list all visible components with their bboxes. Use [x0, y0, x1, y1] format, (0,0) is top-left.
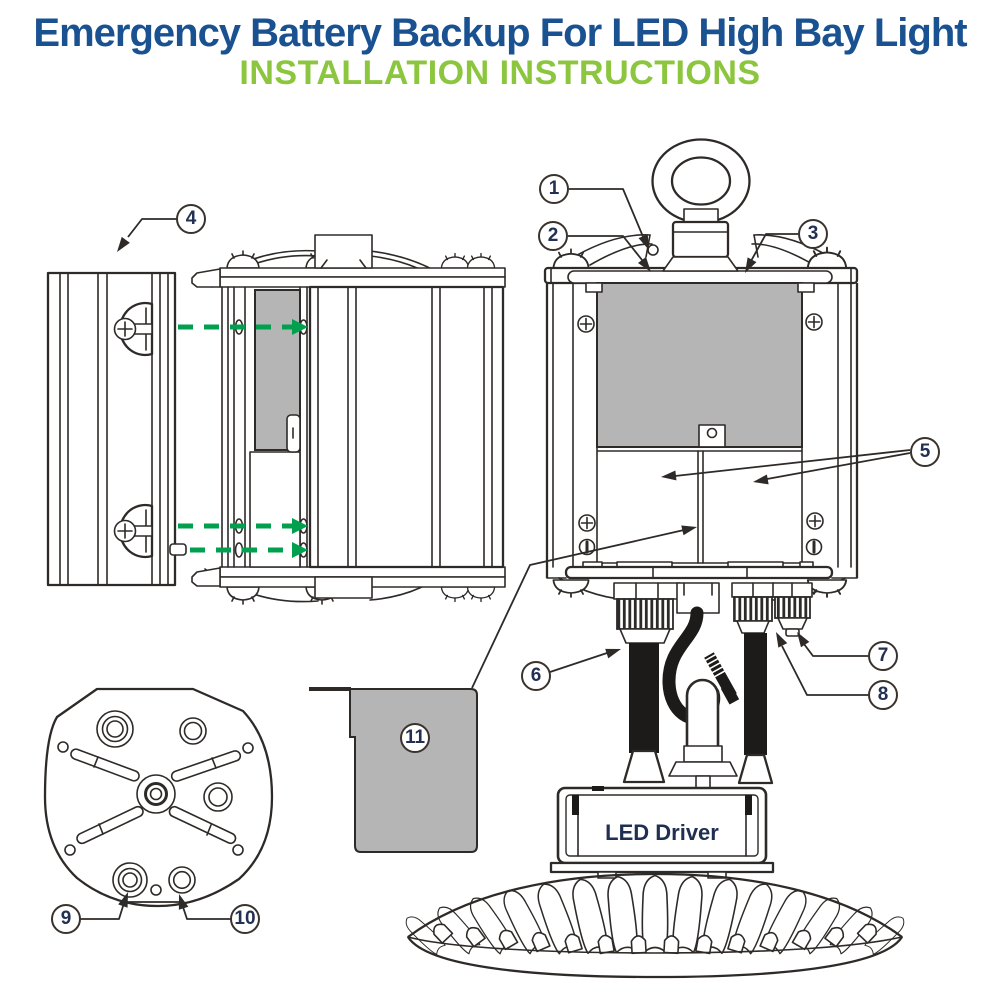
callout-7: 7 — [868, 641, 898, 671]
top-plate — [543, 266, 859, 285]
battery-compartments — [582, 446, 814, 568]
enclosure-walls — [545, 282, 859, 579]
led-driver-box: LED Driver — [549, 786, 775, 879]
page-subtitle: INSTALLATION INSTRUCTIONS — [239, 54, 761, 92]
callout-6: 6 — [521, 661, 551, 691]
divider-panel — [309, 687, 478, 853]
battery-unit-front-view — [543, 138, 859, 789]
eye-bolt-mount — [662, 208, 739, 272]
assembly-direction-arrows — [178, 319, 308, 558]
page-title: Emergency Battery Backup For LED High Ba… — [33, 11, 967, 55]
callout-leader-lines — [80, 188, 911, 920]
callout-3: 3 — [798, 219, 828, 249]
callout-1: 1 — [539, 174, 569, 204]
safety-hook — [662, 582, 740, 789]
eye-bolt — [651, 138, 751, 224]
ufo-heatsink — [401, 872, 909, 979]
callout-4: 4 — [176, 204, 206, 234]
callout-11: 11 — [400, 723, 430, 753]
callout-2: 2 — [538, 221, 568, 251]
battery-pack-panel — [585, 282, 815, 448]
header: Emergency Battery Backup For LED High Ba… — [0, 0, 1000, 92]
callout-5: 5 — [910, 437, 940, 467]
bottom-flange — [552, 565, 848, 601]
led-driver-label: LED Driver — [605, 820, 719, 845]
battery-cover-plate — [46, 271, 187, 587]
callout-9: 9 — [51, 904, 81, 934]
battery-unit-side-view — [191, 234, 506, 605]
power-cables — [622, 633, 774, 785]
callout-10: 10 — [230, 904, 260, 934]
callout-8: 8 — [868, 680, 898, 710]
cable-glands — [613, 582, 813, 644]
mounting-plate — [43, 687, 274, 908]
